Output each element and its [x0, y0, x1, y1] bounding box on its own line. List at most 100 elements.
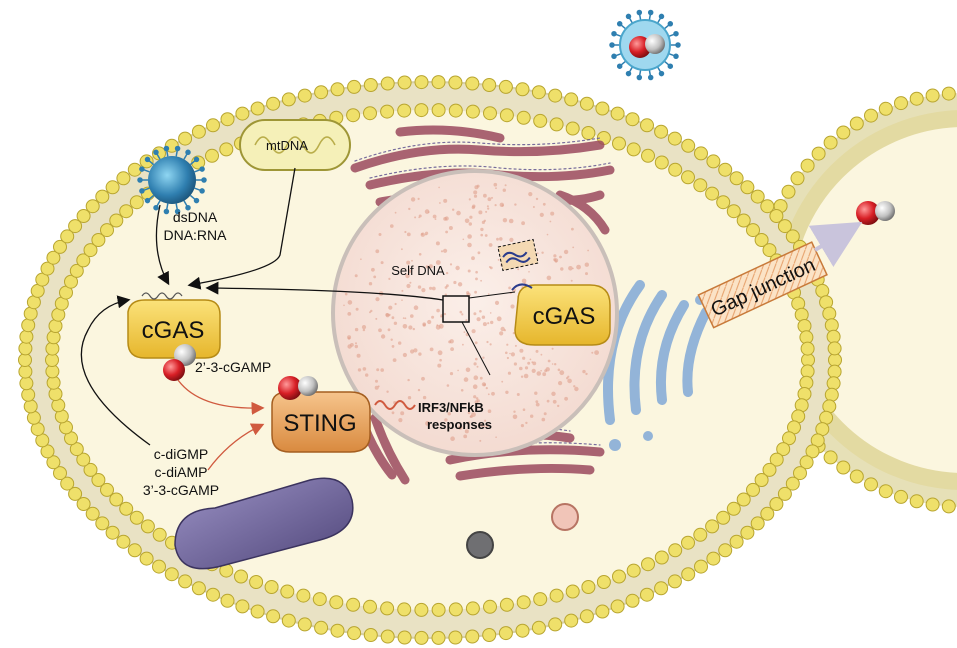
chromatin-speck	[508, 218, 514, 224]
membrane-bead	[668, 543, 683, 558]
chromatin-speck	[438, 323, 444, 329]
membrane-bead	[281, 613, 296, 628]
chromatin-speck	[408, 207, 411, 211]
chromatin-speck	[491, 391, 495, 396]
chromatin-speck	[484, 234, 488, 237]
chromatin-speck	[499, 331, 504, 336]
chromatin-speck	[444, 418, 448, 422]
chromatin-speck	[465, 367, 471, 373]
chromatin-speck	[418, 352, 422, 356]
chromatin-speck	[411, 259, 413, 262]
label-dsdna: dsDNA	[173, 209, 218, 225]
membrane-bead	[740, 180, 755, 195]
membrane-bead	[564, 92, 579, 107]
membrane-bead	[762, 243, 777, 258]
chromatin-speck	[405, 273, 410, 279]
chromatin-speck	[360, 258, 362, 261]
membrane-bead	[726, 501, 741, 516]
membrane-bead	[83, 243, 98, 258]
chromatin-speck	[401, 289, 404, 292]
chromatin-speck	[516, 393, 520, 396]
chromatin-speck	[450, 347, 454, 351]
chromatin-speck	[413, 305, 419, 311]
membrane-bead	[564, 613, 579, 628]
membrane-bead	[68, 219, 83, 234]
chromatin-speck	[535, 197, 539, 201]
chromatin-speck	[474, 341, 478, 345]
chromatin-speck	[559, 370, 565, 376]
chromatin-speck	[417, 388, 421, 392]
chromatin-speck	[466, 291, 470, 295]
membrane-bead	[76, 497, 91, 511]
membrane-bead	[250, 101, 265, 116]
virus-spike-tip	[199, 166, 205, 172]
chromatin-speck	[478, 210, 483, 215]
membrane-bead	[465, 629, 480, 644]
membrane-bead	[414, 630, 429, 645]
chromatin-speck	[422, 322, 427, 327]
membrane-bead	[548, 617, 563, 632]
chromatin-speck	[380, 334, 386, 339]
chromatin-speck	[570, 279, 573, 282]
virus-spike-tip	[139, 188, 145, 194]
membrane-bead	[823, 135, 838, 150]
chromatin-speck	[502, 218, 508, 223]
label-cgas-nuclear: cGAS	[533, 303, 596, 330]
chromatin-speck	[376, 368, 380, 372]
membrane-bead	[220, 112, 235, 127]
membrane-bead	[827, 341, 842, 356]
chromatin-speck	[476, 317, 481, 322]
virus-spike-tip	[139, 166, 145, 172]
membrane-bead	[234, 569, 248, 584]
chromatin-speck	[521, 221, 525, 226]
membrane-bead	[925, 497, 940, 512]
membrane-bead	[19, 376, 34, 391]
virus-spike-tip	[144, 156, 151, 163]
membrane-bead	[626, 563, 641, 578]
virus-spike-tip	[609, 42, 615, 48]
chromatin-speck	[512, 332, 515, 335]
chromatin-speck	[391, 411, 395, 415]
membrane-bead	[654, 550, 669, 565]
membrane-bead	[515, 623, 530, 638]
chromatin-speck	[551, 363, 554, 365]
chromatin-speck	[410, 314, 414, 318]
chromatin-speck	[458, 425, 463, 430]
chromatin-speck	[443, 217, 447, 221]
virus-spike-tip	[199, 188, 205, 194]
membrane-bead	[330, 623, 345, 638]
chromatin-speck	[468, 222, 472, 226]
arrow-mtdna-to-cgas	[187, 167, 296, 290]
membrane-bead	[53, 239, 67, 254]
chromatin-speck	[514, 203, 517, 206]
chromatin-speck	[404, 230, 407, 234]
chromatin-speck	[543, 412, 547, 416]
chromatin-speck	[459, 310, 463, 314]
membrane-bead	[797, 319, 812, 333]
label-dna-rna: DNA:RNA	[163, 227, 227, 243]
chromatin-speck	[475, 397, 479, 400]
membrane-bead	[549, 588, 564, 603]
chromatin-speck	[410, 197, 416, 202]
chromatin-speck	[391, 316, 395, 320]
chromatin-speck	[487, 322, 490, 325]
chromatin-speck	[540, 353, 543, 356]
membrane-bead	[799, 375, 814, 390]
membrane-bead	[46, 455, 61, 470]
membrane-bead	[811, 146, 826, 161]
chromatin-speck	[536, 371, 542, 376]
chromatin-speck	[473, 395, 477, 399]
chromatin-speck	[487, 409, 492, 414]
membrane-bead	[641, 557, 655, 572]
membrane-bead	[740, 525, 755, 540]
membrane-bead	[776, 442, 791, 457]
chromatin-speck	[473, 375, 479, 381]
virus-spike-tip	[673, 53, 679, 60]
membrane-bead	[581, 580, 596, 594]
chromatin-speck	[456, 210, 461, 216]
chromatin-speck	[343, 304, 345, 307]
membrane-bead	[626, 142, 641, 157]
chromatin-speck	[475, 277, 478, 281]
membrane-bead	[746, 223, 760, 238]
arrow-self-dna-to-cgas	[205, 281, 444, 301]
